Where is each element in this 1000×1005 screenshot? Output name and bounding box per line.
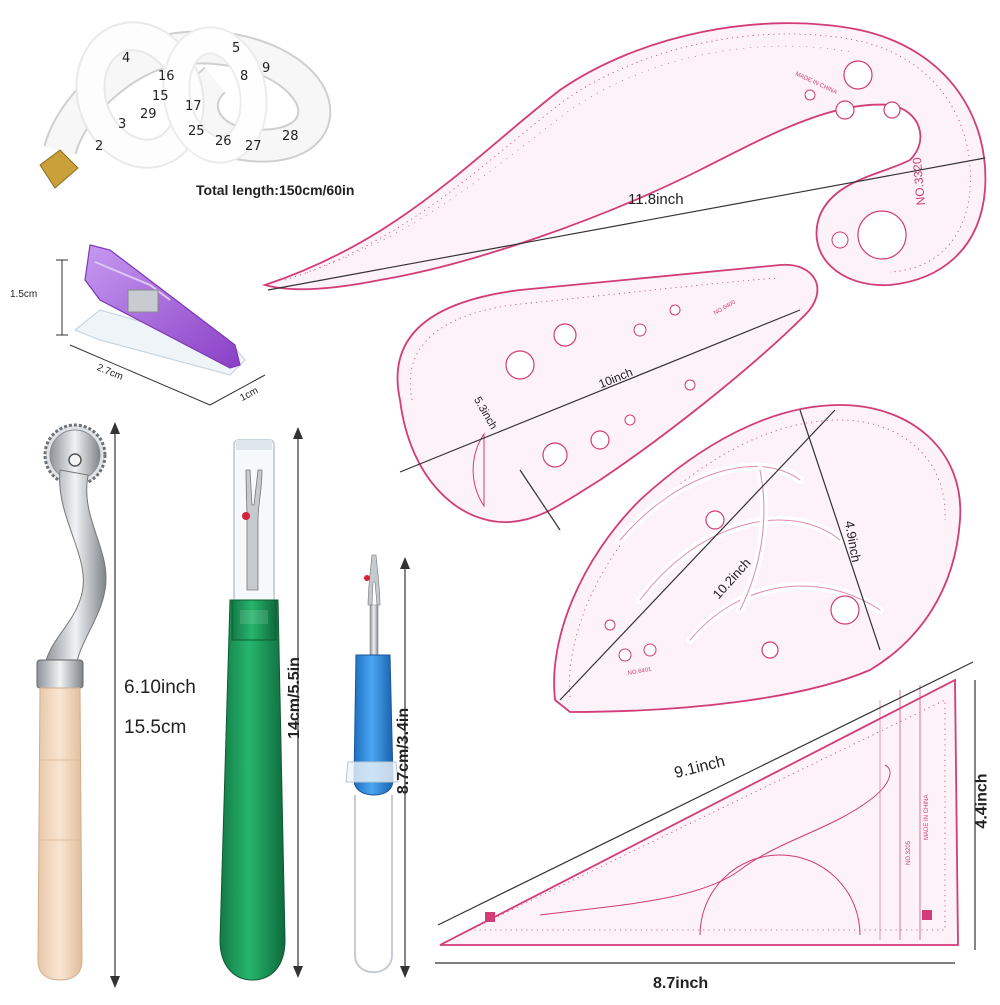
french-curve: NO.6401 — [553, 404, 962, 713]
arrow-heads — [110, 422, 410, 988]
hip-curve-ruler: NO.6400 — [396, 264, 819, 523]
triangle-base-label: 8.7inch — [653, 975, 709, 992]
sewing-clip — [56, 244, 266, 406]
curve-ruler-length-label: 11.8inch — [628, 191, 684, 208]
tape-number: 8 — [240, 69, 248, 84]
made-in-china-text: MADE IN CHINA — [924, 795, 930, 840]
triangle-height-label: 4.4inch — [973, 773, 991, 829]
model-number: NO.6401 — [627, 667, 652, 677]
tape-length-label: Total length:150cm/60in — [196, 182, 355, 198]
model-number: NO.3205 — [906, 840, 912, 865]
tape-number: 9 — [262, 61, 270, 76]
tape-number: 3 — [118, 117, 126, 132]
triangle-ruler: MADE IN CHINA NO.3205 — [439, 678, 959, 946]
tape-number: 25 — [188, 124, 205, 139]
ripper-small-length-label: 8.7cm/3.4in — [395, 707, 413, 795]
tape-number: 27 — [245, 139, 262, 154]
wheel-length-inch-label: 6.10inch — [124, 677, 196, 698]
tracing-wheel — [36, 423, 107, 981]
tape-number: 16 — [158, 69, 175, 84]
seam-ripper-small — [345, 554, 399, 974]
tape-number: 5 — [232, 41, 240, 56]
tape-number: 4 — [122, 51, 130, 66]
tape-number: 29 — [140, 107, 157, 122]
ripper-large-length-label: 14cm/5.5in — [285, 657, 303, 739]
clip-height-label: 1.5cm — [10, 289, 38, 300]
curve-ruler: NO.3320 MADE IN CHINA — [261, 22, 987, 291]
dimension-lines — [114, 157, 986, 985]
wheel-length-cm-label: 15.5cm — [124, 717, 187, 738]
seam-ripper-large — [219, 439, 286, 981]
tape-number: 2 — [95, 139, 103, 154]
tape-number: 26 — [215, 134, 232, 149]
tape-number: 15 — [152, 89, 169, 104]
tape-number: 17 — [185, 99, 202, 114]
tape-number: 28 — [282, 129, 299, 144]
tape-measure: 2 3 4 15 16 17 25 26 27 28 29 5 8 9 — [39, 21, 332, 189]
